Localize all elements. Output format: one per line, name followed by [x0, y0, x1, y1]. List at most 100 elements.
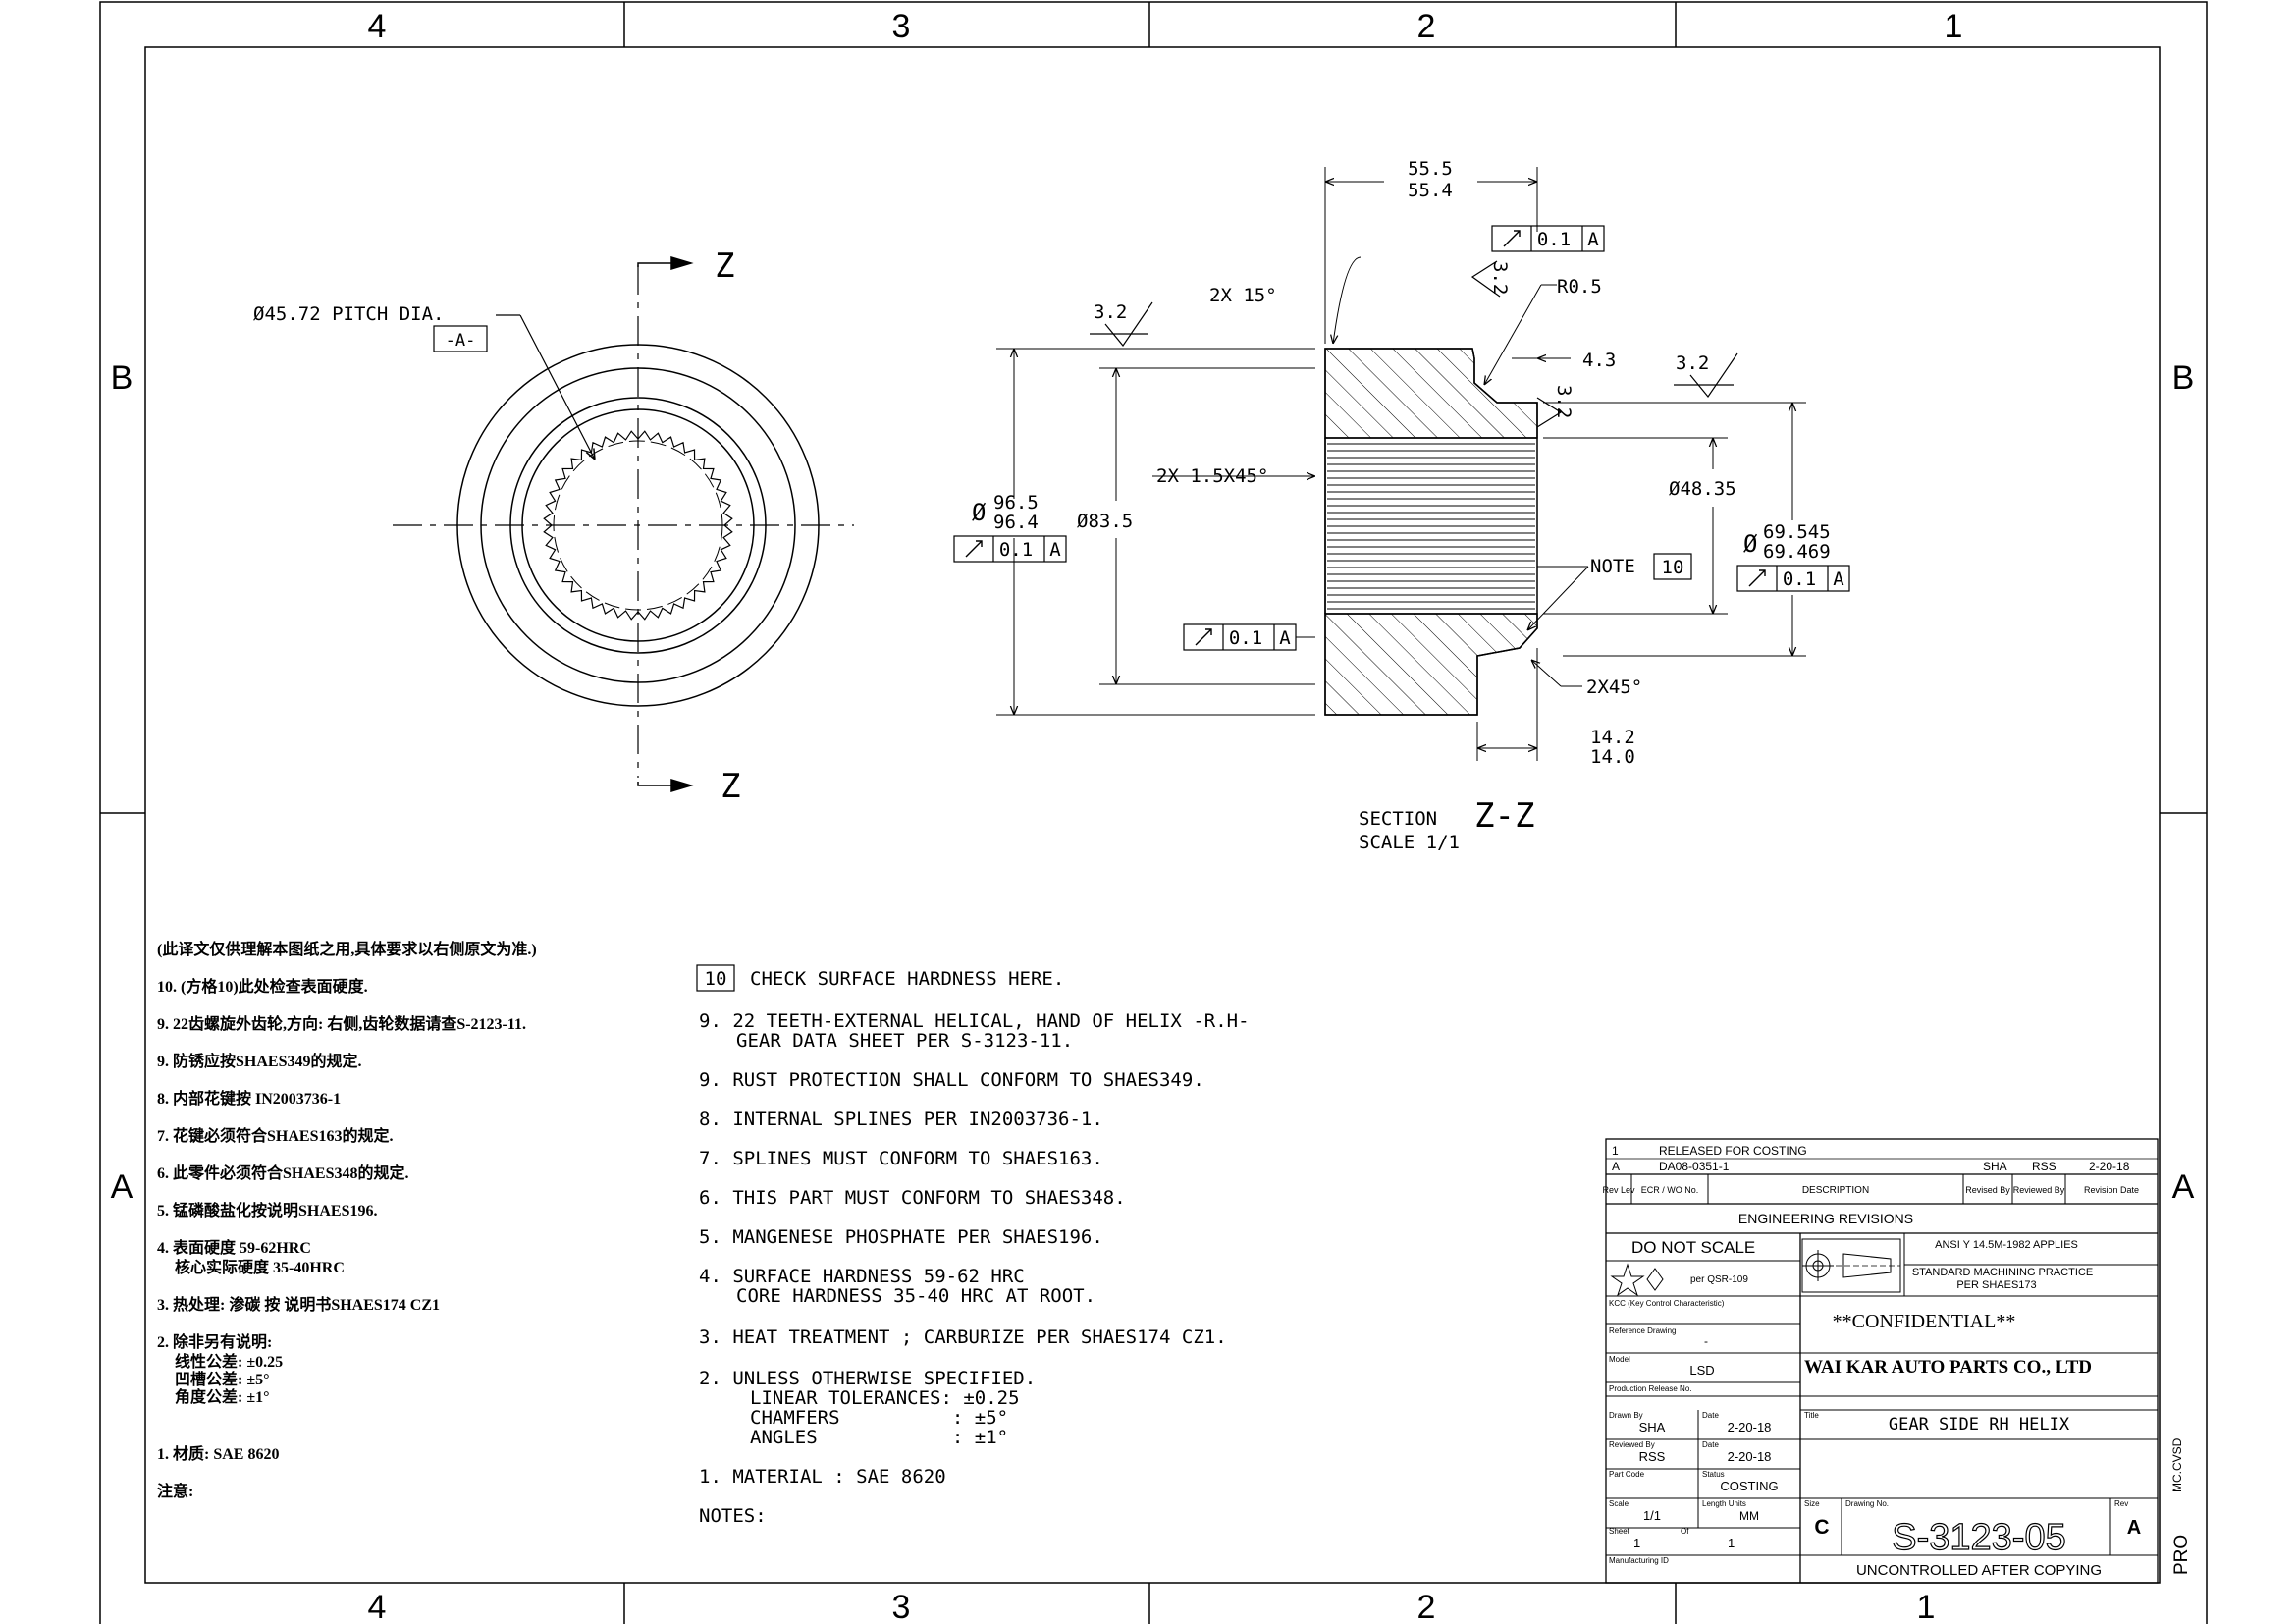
- runout-frame-step: [1736, 565, 1850, 592]
- zone-col-bottom-1: 1: [1917, 1589, 1936, 1624]
- zone-col-top-4: 4: [368, 8, 387, 45]
- zone-col-top-1: 1: [1945, 8, 1963, 45]
- en-note-10: CHECK SURFACE HARDNESS HERE.: [750, 968, 1064, 990]
- zone-row-right-a: A: [2172, 1168, 2195, 1206]
- drawn-by-value: SHA: [1639, 1420, 1666, 1435]
- title-label: Title: [1804, 1411, 1819, 1420]
- title-block: [1605, 1138, 2159, 1584]
- roughness-step: 3.2: [1553, 385, 1575, 418]
- part-outline: [1324, 348, 1538, 716]
- section-marker-bottom: Z: [721, 767, 740, 806]
- cn-note-6: 6. 此零件必须符合SHAES348的规定.: [157, 1164, 408, 1182]
- diamond-icon: [1646, 1268, 1664, 1291]
- step-upper: 69.545: [1763, 521, 1831, 543]
- zone-row-left-b: B: [111, 359, 133, 397]
- zone-row-left-a: A: [111, 1168, 133, 1206]
- cn-note-disclaimer: (此译文仅供理解本图纸之用,具体要求以右侧原文为准.): [157, 940, 537, 958]
- chinese-notes: (此译文仅供理解本图纸之用,具体要求以右侧原文为准.) 10. (方格10)此处…: [157, 940, 537, 1500]
- section-marker-top: Z: [715, 246, 734, 286]
- drawing-frame: [99, 1, 2208, 1624]
- zone-col-top-3: 3: [892, 8, 911, 45]
- hdr-rev-lev: Rev Lev: [1602, 1185, 1635, 1195]
- size-label: Size: [1804, 1499, 1820, 1508]
- fcf-step-value: 0.1: [1783, 568, 1816, 590]
- section-hatch-bottom: [1324, 613, 1538, 716]
- roughness-symbol-right: [1689, 352, 1738, 399]
- cn-note-9a: 9. 22齿螺旋外齿轮,方向: 右侧,齿轮数据请查S-2123-11.: [157, 1014, 526, 1033]
- en-note-2-chamfers: CHAMFERS : ±5°: [750, 1407, 1008, 1429]
- en-note-4-line2: CORE HARDNESS 35-40 HRC AT ROOT.: [736, 1285, 1095, 1307]
- zone-col-bottom-3: 3: [892, 1589, 911, 1624]
- cn-note-4b: 核心实际硬度 35-40HRC: [175, 1258, 345, 1276]
- star-icon: [1610, 1263, 1645, 1297]
- hub-diameter: Ø83.5: [1077, 511, 1133, 532]
- rev-row2-revised-by: SHA: [1983, 1160, 2007, 1173]
- roughness-right: 3.2: [1676, 352, 1709, 374]
- zone-col-bottom-4: 4: [368, 1589, 387, 1624]
- cn-note-2-linear: 线性公差: ±0.25: [175, 1352, 283, 1371]
- roughness-top: 3.2: [1489, 261, 1511, 295]
- company-name: WAI KAR AUTO PARTS CO., LTD: [1804, 1357, 2092, 1378]
- manufacturing-id-label: Manufacturing ID: [1609, 1556, 1669, 1565]
- model-label: Model: [1609, 1355, 1630, 1364]
- per-qsr: per QSR-109: [1690, 1274, 1748, 1285]
- drawn-date-label: Date: [1702, 1411, 1719, 1420]
- cn-note-3: 3. 热处理: 渗碳 按 说明书SHAES174 CZ1: [157, 1295, 440, 1314]
- bore-spline-lines: [1327, 443, 1535, 610]
- datum-a-box: [433, 325, 488, 352]
- sheet-label: Sheet: [1609, 1527, 1630, 1536]
- pro-stamp: PRO: [2171, 1535, 2192, 1575]
- zone-labels: 4 3 2 1 4 3 2 1 B A B A: [111, 8, 2195, 1624]
- model-value: LSD: [1689, 1363, 1714, 1378]
- od-lower: 96.4: [993, 512, 1039, 533]
- reviewed-date-value: 2-20-18: [1728, 1449, 1772, 1464]
- fcf-hub-value: 0.1: [1229, 627, 1262, 649]
- section-id: Z-Z: [1474, 796, 1534, 836]
- cn-note-8: 8. 内部花键按 IN2003736-1: [157, 1089, 341, 1108]
- drawing-number-label: Drawing No.: [1845, 1499, 1889, 1508]
- dim-4-3: 4.3: [1582, 350, 1616, 371]
- scale-label: Scale: [1609, 1499, 1629, 1508]
- en-note-9a-line1: 9. 22 TEETH-EXTERNAL HELICAL, HAND OF HE…: [699, 1010, 1250, 1032]
- english-notes: 10 CHECK SURFACE HARDNESS HERE. 9. 22 TE…: [699, 968, 1250, 1527]
- reviewed-by-label: Reviewed By: [1609, 1440, 1655, 1449]
- drawn-date-value: 2-20-18: [1728, 1420, 1772, 1435]
- status-label: Status: [1702, 1470, 1725, 1479]
- ansi-standard: ANSI Y 14.5M-1982 APPLIES: [1935, 1239, 2078, 1251]
- chamfer-2x45-label: 2X45°: [1586, 677, 1642, 698]
- fcf-top-value: 0.1: [1537, 229, 1571, 250]
- production-release-label: Production Release No.: [1609, 1384, 1692, 1393]
- datum-a-label: -A-: [446, 331, 476, 351]
- machining-practice-line2: PER SHAES173: [1956, 1279, 2036, 1291]
- drawn-by-label: Drawn By: [1609, 1411, 1643, 1420]
- of-value: 1: [1728, 1536, 1735, 1550]
- chamfer-1-5x45-label: 2X 1.5X45°: [1156, 465, 1268, 487]
- en-note-10-number: 10: [705, 968, 727, 990]
- section-label: SECTION: [1359, 808, 1437, 830]
- chamfer-15-label: 2X 15°: [1209, 285, 1277, 306]
- end-view: [393, 255, 854, 793]
- drawing-number: S-3123-05: [1892, 1517, 2065, 1558]
- en-note-2-line1: 2. UNLESS OTHERWISE SPECIFIED.: [699, 1368, 1036, 1389]
- size-value: C: [1814, 1516, 1829, 1539]
- bore-diameter: Ø48.35: [1669, 478, 1736, 500]
- zone-col-bottom-2: 2: [1417, 1589, 1436, 1624]
- side-code: MC.CVSD: [2170, 1437, 2184, 1492]
- of-label: Of: [1681, 1527, 1689, 1536]
- hdr-revised-by: Revised By: [1965, 1185, 2010, 1195]
- cn-notes-title: 注意:: [157, 1482, 193, 1500]
- fcf-step-datum: A: [1833, 568, 1844, 590]
- step-lower: 69.469: [1763, 541, 1831, 563]
- length-units-value: MM: [1739, 1509, 1759, 1523]
- en-notes-title: NOTES:: [699, 1505, 767, 1527]
- en-note-5: 5. MANGENESE PHOSPHATE PER SHAES196.: [699, 1226, 1103, 1248]
- cn-note-9b: 9. 防锈应按SHAES349的规定.: [157, 1052, 361, 1070]
- part-code-label: Part Code: [1609, 1470, 1645, 1479]
- do-not-scale: DO NOT SCALE: [1631, 1238, 1755, 1257]
- hdr-revision-date: Revision Date: [2084, 1185, 2139, 1195]
- en-note-2-linear: LINEAR TOLERANCES: ±0.25: [750, 1387, 1020, 1409]
- confidential-banner: **CONFIDENTIAL**: [1833, 1311, 2016, 1332]
- step-symbol: Ø: [1743, 530, 1758, 558]
- length-units-label: Length Units: [1702, 1499, 1746, 1508]
- width-lower: 55.4: [1408, 180, 1453, 201]
